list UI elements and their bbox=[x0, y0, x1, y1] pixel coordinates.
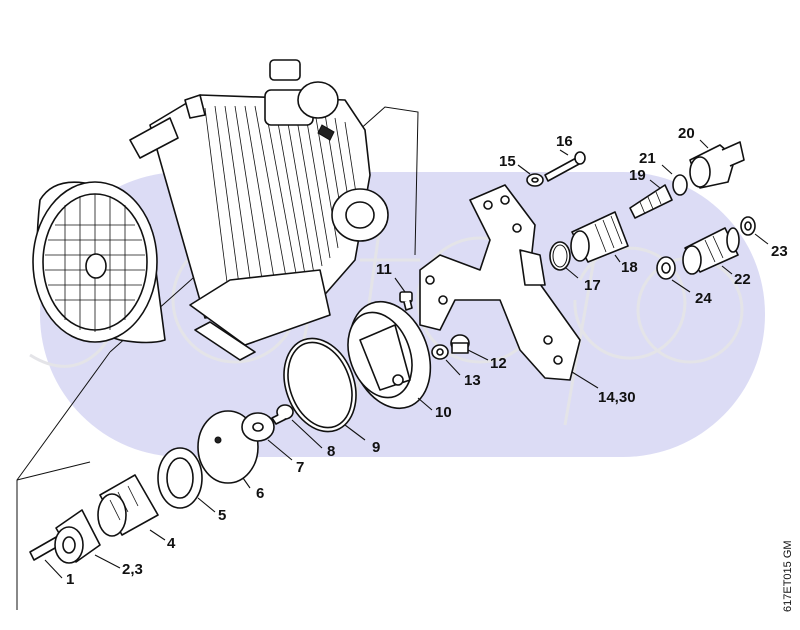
part-2-3-coupling bbox=[54, 509, 121, 569]
label-part-20: 20 bbox=[678, 125, 695, 142]
part-5-jaw-ring bbox=[157, 447, 216, 513]
part-labels: 1 2,3 4 5 6 7 8 9 10 11 12 13 14,30 15 1… bbox=[66, 125, 788, 588]
label-part-18: 18 bbox=[621, 259, 638, 276]
part-23-washer bbox=[740, 216, 769, 245]
label-part-16: 16 bbox=[556, 133, 573, 150]
label-part-12: 12 bbox=[490, 355, 507, 372]
label-part-2-3: 2,3 bbox=[122, 561, 143, 578]
part-10-flange-housing bbox=[347, 300, 433, 411]
label-part-8: 8 bbox=[327, 443, 335, 460]
part-18-threaded-nipple bbox=[570, 211, 629, 263]
label-part-17: 17 bbox=[584, 277, 601, 294]
part-16-long-bolt bbox=[544, 149, 586, 182]
label-part-24: 24 bbox=[695, 290, 712, 307]
part-7-washer bbox=[241, 412, 293, 461]
part-21-o-ring bbox=[661, 164, 688, 196]
label-part-21: 21 bbox=[639, 150, 656, 167]
part-19-filter-cone bbox=[629, 179, 673, 219]
motor-fan-grille bbox=[45, 194, 145, 332]
part-12-plug bbox=[450, 334, 489, 361]
part-15-washer bbox=[517, 164, 544, 187]
part-22-adapter-fitting bbox=[682, 227, 740, 275]
electric-motor bbox=[32, 59, 389, 361]
part-8-screw bbox=[271, 404, 323, 449]
part-11-bolt bbox=[394, 277, 413, 311]
part-24-washer bbox=[656, 256, 691, 293]
label-part-22: 22 bbox=[734, 271, 751, 288]
label-part-23: 23 bbox=[771, 243, 788, 260]
label-part-9: 9 bbox=[372, 439, 380, 456]
label-part-6: 6 bbox=[256, 485, 264, 502]
part-13-seal-ring bbox=[431, 344, 461, 376]
label-part-5: 5 bbox=[218, 507, 226, 524]
label-part-14-30: 14,30 bbox=[598, 389, 636, 406]
drawing-code: 617ET015 GM bbox=[782, 540, 794, 612]
part-17-o-ring bbox=[549, 241, 579, 279]
motor-cooling-fins bbox=[204, 105, 359, 293]
part-20-hose-connector bbox=[689, 139, 745, 189]
label-part-7: 7 bbox=[296, 459, 304, 476]
label-part-15: 15 bbox=[499, 153, 516, 170]
label-part-4: 4 bbox=[167, 535, 176, 552]
part-4-coupling-half bbox=[97, 474, 166, 541]
part-14-30-pump-bracket bbox=[419, 184, 599, 389]
label-part-13: 13 bbox=[464, 372, 481, 389]
label-part-11: 11 bbox=[376, 261, 392, 278]
label-part-10: 10 bbox=[435, 404, 452, 421]
part-9-gasket bbox=[283, 337, 366, 441]
label-part-19: 19 bbox=[629, 167, 646, 184]
label-part-1: 1 bbox=[66, 571, 74, 588]
